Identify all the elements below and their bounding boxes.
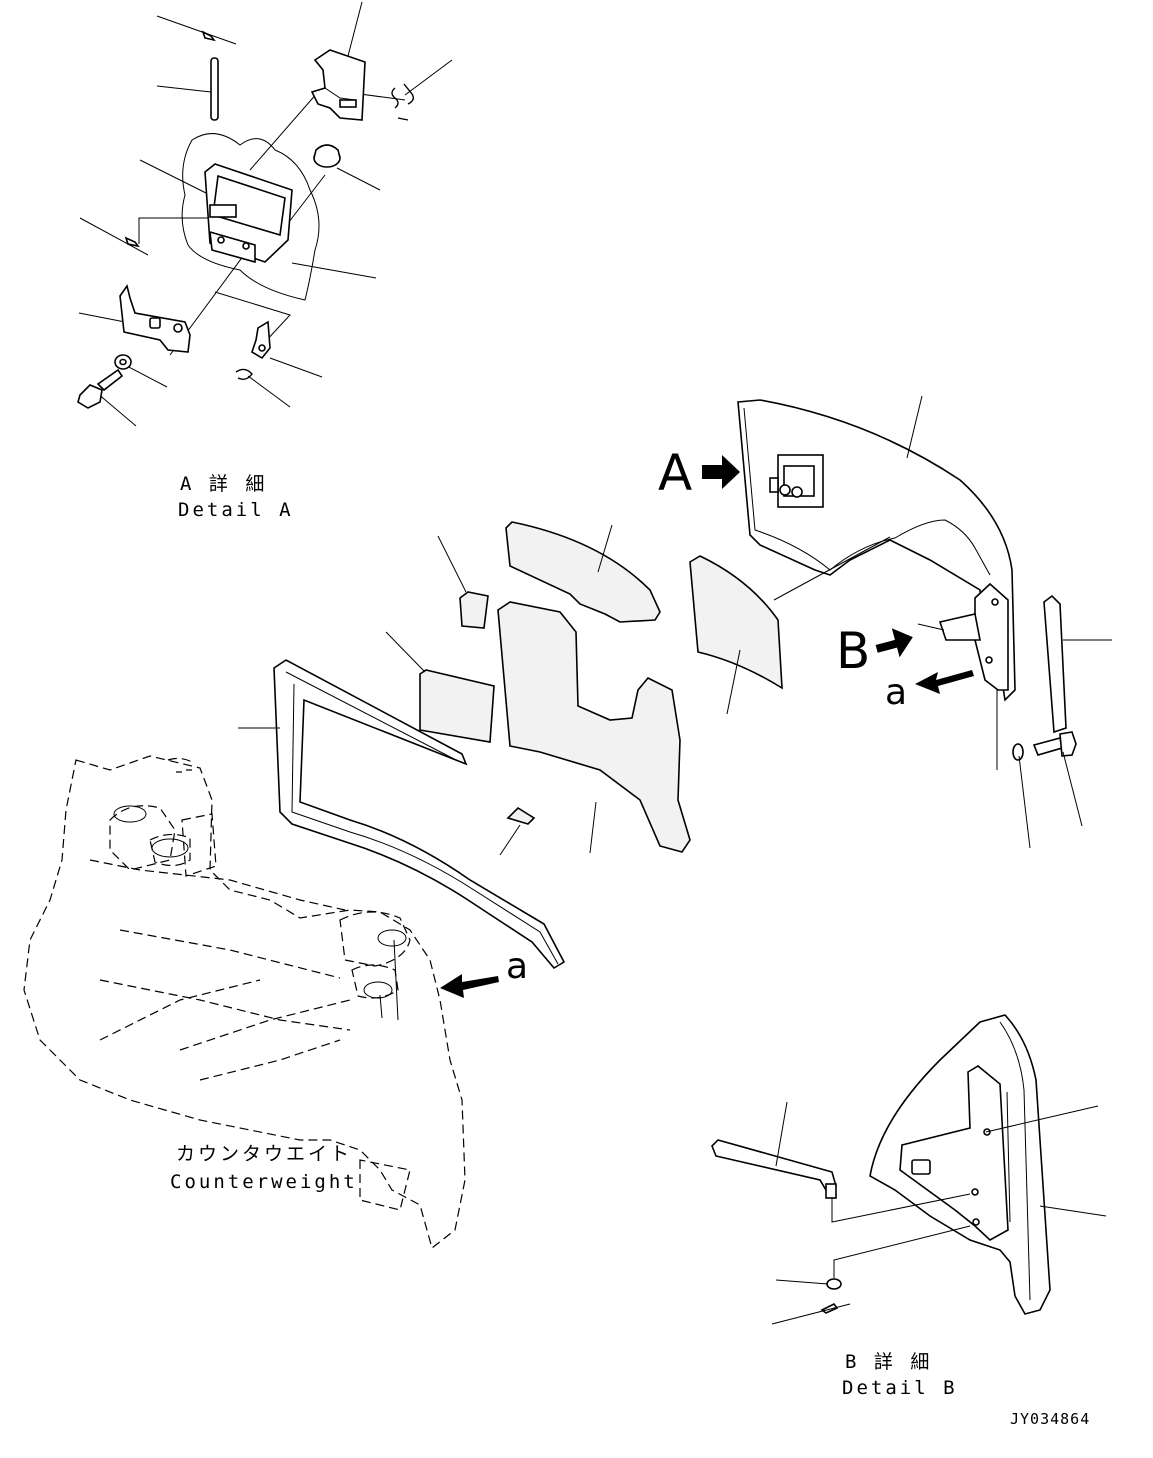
reference-a-label-upper: a [885,672,907,713]
cover-hinge-bracket [917,582,1009,691]
view-marker-a: A [658,444,692,502]
reference-a-upper: a [885,670,974,713]
latch-plate [204,163,293,264]
cotter-pin-top [201,30,216,42]
seal-strip [1043,594,1067,734]
frame-seal [238,659,566,970]
counterweight-label-en: Counterweight [170,1171,358,1193]
foam-pad-small [437,535,489,629]
pin [210,57,219,121]
detail-b-label-jp: B 詳 細 [845,1351,932,1373]
cover-bolt [1012,731,1077,761]
view-arrow-a: A [658,444,740,502]
cover-panel-assembly: A B a [658,395,1112,849]
washer [114,354,132,370]
foam-pad-rect [385,631,495,743]
cotter-pin-left [124,236,140,248]
counterweight: a カウンタウエイト Counterweight [23,755,528,1250]
detail-b-washer [826,1278,842,1290]
detail-a-label-en: Detail A [178,499,294,521]
detail-b-bracket [899,1065,1011,1241]
catch-bracket [310,49,366,121]
detail-b-assembly: B 詳 細 Detail B [711,1014,1107,1399]
counterweight-label-jp: カウンタウエイト [176,1143,352,1165]
detail-b-cotter-pin [820,1302,839,1314]
detail-b-label-en: Detail B [842,1377,958,1399]
cover-outline-cutout [181,133,320,301]
stay-rod [711,1139,837,1199]
detail-a-assembly: A 詳 細 Detail A [77,1,453,521]
bolt [77,368,124,409]
insulation-parts [238,521,891,970]
hook-small [391,83,415,121]
detail-a-leaders [78,1,453,427]
snap-ring [235,368,253,381]
view-marker-b: B [836,622,870,680]
reference-a-label-lower: a [506,946,528,987]
foam-clip [499,806,536,856]
foam-u-shaped [497,601,691,854]
detail-a-label-jp: A 詳 細 [180,473,267,495]
lock-bracket [119,284,191,353]
foam-top [505,521,661,623]
reference-a-lower: a [440,946,528,998]
view-arrow-b: B [836,622,913,680]
hinge-clip [251,320,271,360]
drawing-code: JY034864 [1010,1410,1090,1428]
rubber-stopper [313,144,341,168]
foam-pad-curved [689,536,891,715]
cover-latch-window [769,454,824,508]
